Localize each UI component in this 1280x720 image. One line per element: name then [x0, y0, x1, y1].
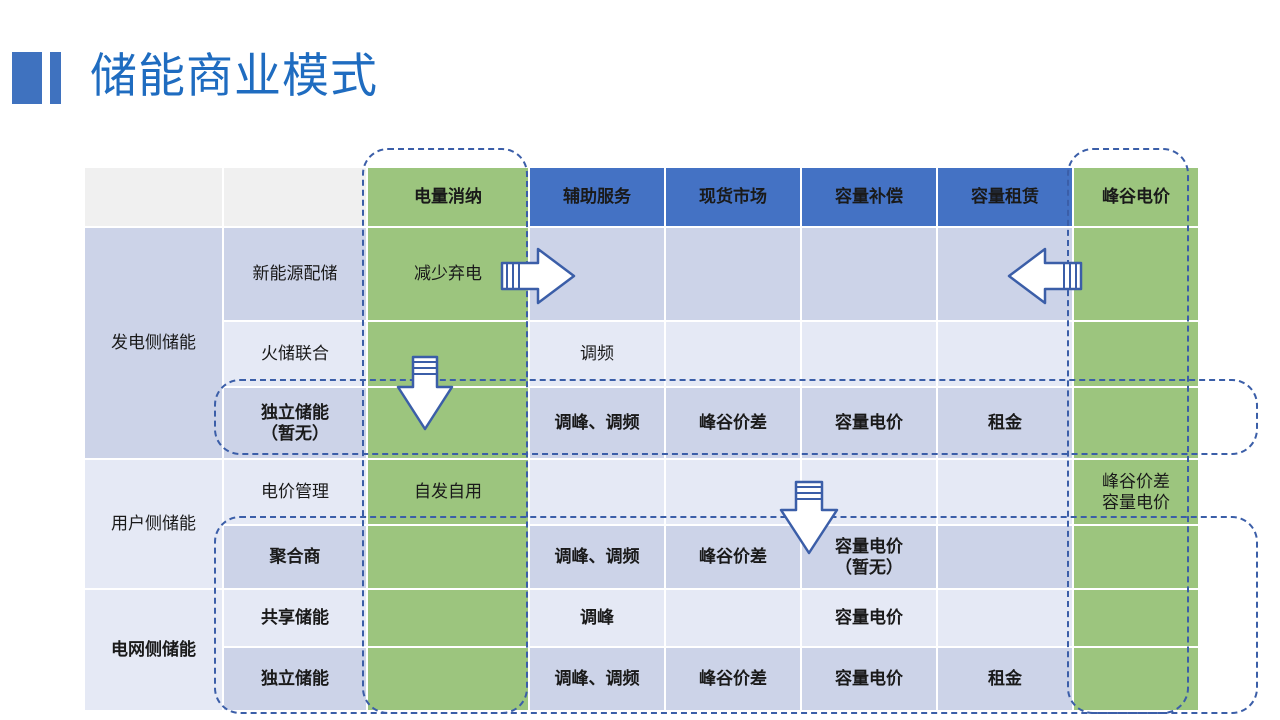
- header-blank-group: [85, 168, 222, 226]
- cell-r2-electricity-consumption: [368, 388, 528, 458]
- arrow-down-spot-market-to-capacity: [775, 478, 843, 558]
- cell-r1-capacity-lease: [938, 322, 1072, 386]
- cell-r5-capacity-comp: 容量电价: [802, 590, 936, 646]
- table-row: 电网侧储能 共享储能 调峰 容量电价: [85, 590, 1198, 710]
- table-row: 用户侧储能 电价管理 自发自用 峰谷价差 容量电价: [85, 460, 1198, 588]
- cell-r6-peak-valley: [1074, 648, 1198, 710]
- cell-r5-spot: [666, 590, 800, 646]
- cell-r5-electricity-consumption: [368, 590, 528, 646]
- table-row: 独立储能 （暂无） 调峰、调频 峰谷价差 容量电价 租金: [85, 388, 1198, 458]
- header-capacity-compensation[interactable]: 容量补偿: [802, 168, 936, 226]
- table-row: 火储联合 调频: [85, 322, 1198, 386]
- row-label-thermal-storage-combo: 火储联合: [224, 322, 366, 386]
- cell-r3-capacity-lease: [938, 460, 1072, 524]
- table-row: 聚合商 调峰、调频 峰谷价差 容量电价 （暂无）: [85, 526, 1198, 588]
- cell-r4-electricity-consumption: [368, 526, 528, 588]
- row-label-new-energy-storage: 新能源配储: [224, 228, 366, 320]
- cell-r0-spot: [666, 228, 800, 320]
- header-blank-sub: [224, 168, 366, 226]
- cell-r6-capacity-comp: 容量电价: [802, 648, 936, 710]
- cell-r1-spot: [666, 322, 800, 386]
- business-model-table: 电量消纳 辅助服务 现货市场 容量补偿 容量租赁 峰谷电价 发电侧储能 新能源配…: [83, 166, 1200, 712]
- cell-r3-peak-valley: 峰谷价差 容量电价: [1074, 460, 1198, 524]
- cell-r4-capacity-lease: [938, 526, 1072, 588]
- header-spot-market[interactable]: 现货市场: [666, 168, 800, 226]
- cell-r2-ancillary: 调峰、调频: [530, 388, 664, 458]
- cell-r1-peak-valley: [1074, 322, 1198, 386]
- group-label-generation-side: 发电侧储能: [85, 228, 222, 458]
- header-electricity-consumption[interactable]: 电量消纳: [368, 168, 528, 226]
- cell-r1-electricity-consumption: [368, 322, 528, 386]
- row-label-independent-storage-none: 独立储能 （暂无）: [224, 388, 366, 458]
- cell-r4-capacity-comp: 容量电价 （暂无）: [802, 526, 936, 588]
- cell-r0-capacity-comp: [802, 228, 936, 320]
- table-row: 发电侧储能 新能源配储 减少弃电: [85, 228, 1198, 458]
- cell-r0-peak-valley: [1074, 228, 1198, 320]
- cell-r6-electricity-consumption: [368, 648, 528, 710]
- row-label-independent-storage: 独立储能: [224, 648, 366, 710]
- cell-r3-ancillary: [530, 460, 664, 524]
- arrow-right-electricity-to-ancillary: [498, 245, 578, 307]
- cell-r1-ancillary: 调频: [530, 322, 664, 386]
- table-row: 独立储能 调峰、调频 峰谷价差 容量电价 租金: [85, 648, 1198, 710]
- arrow-down-green-left-column: [393, 353, 457, 435]
- cell-r6-spot: 峰谷价差: [666, 648, 800, 710]
- cell-r4-ancillary: 调峰、调频: [530, 526, 664, 588]
- row-label-price-management: 电价管理: [224, 460, 366, 524]
- cell-r2-spot: 峰谷价差: [666, 388, 800, 458]
- cell-r2-capacity-lease: 租金: [938, 388, 1072, 458]
- group-label-grid-side: 电网侧储能: [85, 590, 222, 710]
- cell-r3-spot: [666, 460, 800, 524]
- cell-r3-electricity-consumption: 自发自用: [368, 460, 528, 524]
- header-peak-valley-price[interactable]: 峰谷电价: [1074, 168, 1198, 226]
- title-accent-bar-thin: [50, 52, 61, 104]
- header-ancillary-services[interactable]: 辅助服务: [530, 168, 664, 226]
- title-accent-bar-wide: [12, 52, 42, 104]
- cell-r1-capacity-comp: [802, 322, 936, 386]
- cell-r5-capacity-lease: [938, 590, 1072, 646]
- cell-r2-capacity-comp: 容量电价: [802, 388, 936, 458]
- cell-r4-spot: 峰谷价差: [666, 526, 800, 588]
- cell-r4-peak-valley: [1074, 526, 1198, 588]
- page-title: 储能商业模式: [90, 49, 378, 102]
- cell-r5-peak-valley: [1074, 590, 1198, 646]
- cell-r2-peak-valley: [1074, 388, 1198, 458]
- arrow-left-peak-valley-to-capacity-lease: [1005, 245, 1085, 307]
- group-label-user-side: 用户侧储能: [85, 460, 222, 588]
- row-label-aggregator: 聚合商: [224, 526, 366, 588]
- cell-r6-ancillary: 调峰、调频: [530, 648, 664, 710]
- row-label-shared-storage: 共享储能: [224, 590, 366, 646]
- cell-r5-ancillary: 调峰: [530, 590, 664, 646]
- header-capacity-lease[interactable]: 容量租赁: [938, 168, 1072, 226]
- cell-r6-capacity-lease: 租金: [938, 648, 1072, 710]
- table-header-row: 电量消纳 辅助服务 现货市场 容量补偿 容量租赁 峰谷电价: [85, 168, 1198, 226]
